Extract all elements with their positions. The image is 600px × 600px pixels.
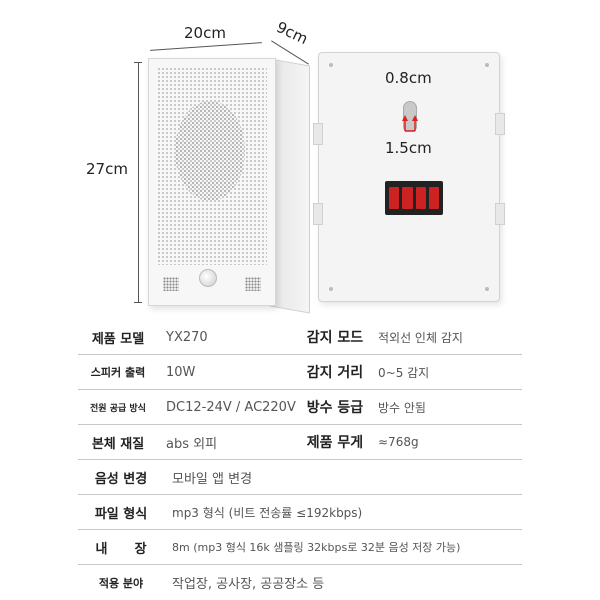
material-label: 본체 재질 (91, 436, 145, 452)
speaker-cone (175, 101, 245, 201)
speaker-output-label: 스피커 출력 (90, 366, 146, 379)
spec-row: 적용 분야 작업장, 공사장, 공공장소 등 (78, 565, 522, 600)
spec-row: 스피커 출력 10W 감지 거리 0~5 감지 (78, 355, 522, 390)
model-value: YX270 (166, 329, 208, 345)
spec-row: 음성 변경 모바일 앱 변경 (78, 460, 522, 495)
height-tick-top (134, 62, 142, 63)
left-vent (163, 277, 179, 291)
detect-mode-value: 적외선 인체 감지 (378, 330, 463, 345)
waterproof-label: 방수 등급 (306, 400, 364, 416)
back-mount-tab (313, 123, 323, 145)
spec-row: 제품 모델 YX270 감지 모드 적외선 인체 감지 (78, 320, 522, 355)
speaker-side-panel (270, 58, 310, 314)
width-dimension-label: 20cm (184, 24, 226, 42)
storage-label: 내 장 (95, 541, 147, 557)
back-mount-tab (495, 203, 505, 225)
speaker-output-value: 10W (166, 364, 196, 380)
spec-row: 내 장 8m (mp3 형식 16k 샘플링 32kbps로 32분 음성 저장… (78, 530, 522, 565)
storage-value: 8m (mp3 형식 16k 샘플링 32kbps로 32분 음성 저장 가능) (172, 541, 461, 554)
height-tick-bottom (134, 302, 142, 303)
back-mount-tab (495, 113, 505, 135)
hole-width-label: 0.8cm (385, 69, 432, 87)
application-value: 작업장, 공사장, 공공장소 등 (172, 577, 325, 592)
weight-label: 제품 무게 (306, 435, 364, 451)
screw-icon (485, 63, 489, 67)
spec-table: 제품 모델 YX270 감지 모드 적외선 인체 감지 스피커 출력 10W 감… (78, 320, 522, 600)
voice-change-label: 음성 변경 (94, 471, 148, 487)
screw-icon (329, 287, 333, 291)
speaker-front-image (148, 58, 276, 306)
application-label: 적용 분야 (98, 576, 144, 590)
spec-row: 전원 공급 방식 DC12-24V / AC220V 방수 등급 방수 안됨 (78, 390, 522, 425)
detect-mode-label: 감지 모드 (306, 330, 364, 346)
height-dimension-label: 27cm (86, 160, 128, 178)
detect-distance-value: 0~5 감지 (378, 365, 430, 380)
file-format-label: 파일 형식 (94, 506, 148, 522)
height-dimension-line (138, 62, 139, 302)
screw-icon (329, 63, 333, 67)
model-label: 제품 모델 (91, 331, 145, 347)
right-vent (245, 277, 261, 291)
motion-sensor-icon (199, 269, 217, 287)
depth-dimension-label: 9cm (273, 17, 311, 49)
hole-arrow-icon (402, 115, 418, 132)
detect-distance-label: 감지 거리 (306, 365, 364, 381)
hole-height-label: 1.5cm (385, 139, 432, 157)
speaker-terminal (385, 181, 443, 215)
power-label: 전원 공급 방식 (90, 403, 146, 414)
weight-value: ≈768g (378, 435, 419, 449)
width-dimension-line (150, 42, 262, 51)
waterproof-value: 방수 안됨 (378, 400, 426, 415)
material-value: abs 외피 (166, 436, 218, 452)
back-mount-tab (313, 203, 323, 225)
power-value: DC12-24V / AC220V (166, 399, 296, 415)
spec-row: 본체 재질 abs 외피 제품 무게 ≈768g (78, 425, 522, 460)
screw-icon (485, 287, 489, 291)
file-format-value: mp3 형식 (비트 전송률 ≤192kbps) (172, 505, 363, 520)
voice-change-value: 모바일 앱 변경 (172, 471, 253, 487)
speaker-back-image: 0.8cm 1.5cm (313, 52, 505, 302)
spec-row: 파일 형식 mp3 형식 (비트 전송률 ≤192kbps) (78, 495, 522, 530)
